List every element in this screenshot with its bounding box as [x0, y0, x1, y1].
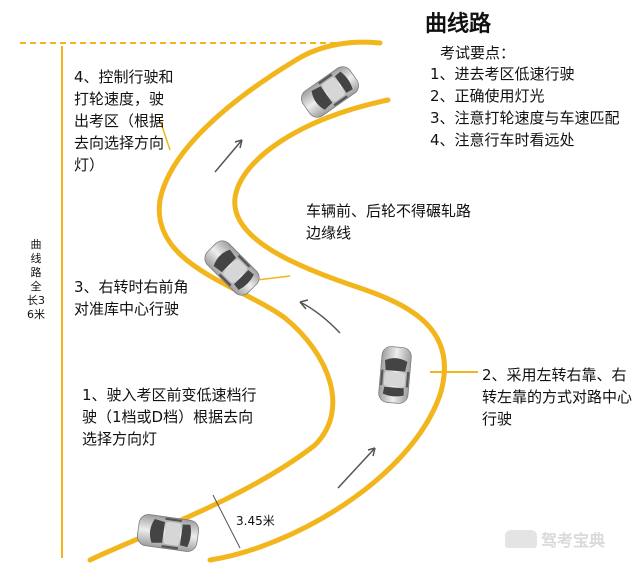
direction-arrow-1 — [337, 447, 376, 489]
road-width-label: 3.45米 — [236, 514, 275, 528]
requirement-item: 2、正确使用灯光 — [430, 87, 545, 105]
page-title: 曲线路 — [425, 12, 492, 37]
direction-arrow-3 — [214, 139, 243, 173]
road-width-dimension-line — [212, 494, 241, 549]
step4-note: 4、控制行驶和打轮速度，驶出考区（根据去向选择方向灯） — [74, 68, 174, 174]
step3-note: 3、右转时右前角对准库中心行驶 — [74, 278, 189, 318]
car-3 — [200, 236, 264, 300]
car-1 — [135, 512, 201, 554]
car-logo-icon — [505, 530, 537, 548]
requirement-item: 3、注意打轮速度与车速匹配 — [430, 109, 620, 127]
total-length-label: 曲线路全长36米 — [27, 238, 45, 321]
road-outer-edge — [87, 39, 383, 563]
step1-note: 1、驶入考区前变低速档行驶（1档或D档）根据去向选择方向灯 — [82, 386, 257, 448]
car-4 — [297, 62, 363, 122]
step4-pointer-line — [159, 119, 171, 151]
requirements-heading: 考试要点： — [440, 44, 516, 62]
step2-note: 2、采用左转右靠、右转左靠的方式对路中心行驶 — [482, 366, 633, 428]
car-2 — [377, 345, 413, 405]
watermark-text: 驾考宝典 — [541, 531, 606, 550]
requirements-list: 1、进去考区低速行驶 2、正确使用灯光 3、注意打轮速度与车速匹配 4、注意行车… — [430, 63, 630, 151]
road-inner-edge — [207, 97, 447, 563]
direction-arrow-2 — [299, 299, 341, 334]
watermark: 驾考宝典 — [505, 527, 605, 551]
requirement-item: 4、注意行车时看远处 — [430, 131, 575, 149]
wheel-rule-note: 车辆前、后轮不得碾轧路边缘线 — [306, 202, 472, 242]
requirement-item: 1、进去考区低速行驶 — [430, 65, 575, 83]
